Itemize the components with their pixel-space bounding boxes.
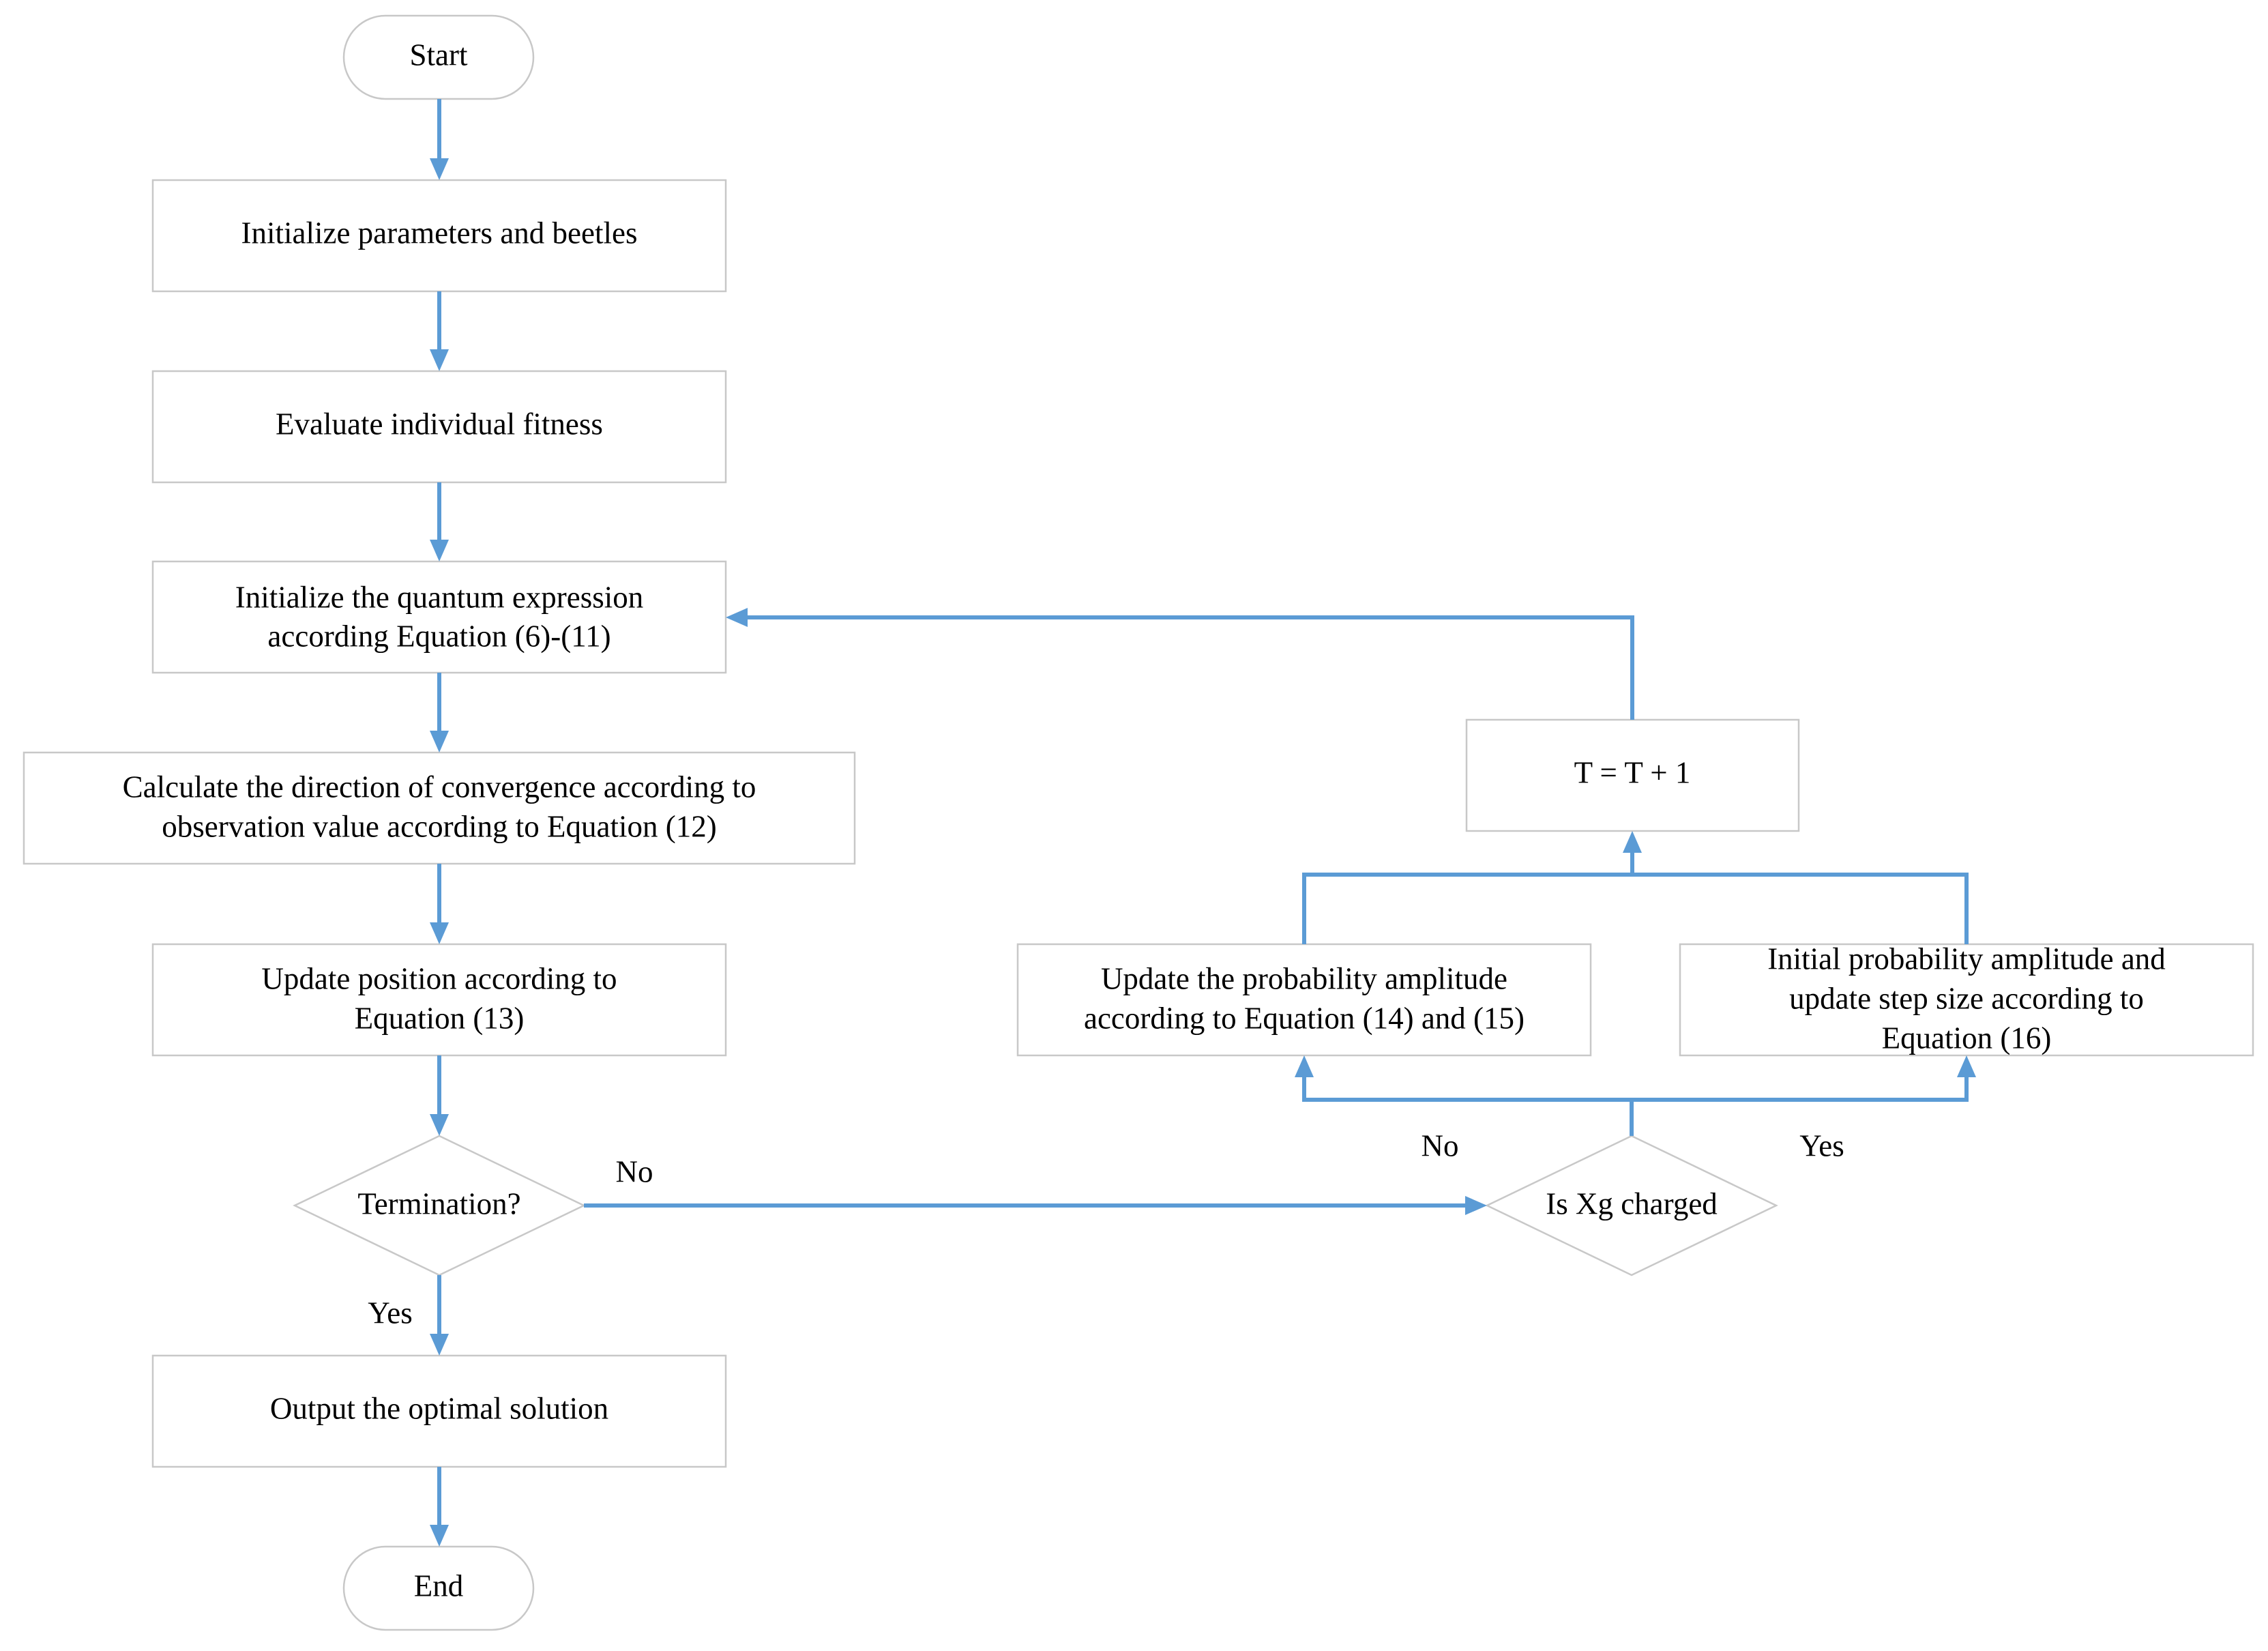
- termination-label: Termination?: [357, 1186, 520, 1221]
- arrow-termination-no: [584, 1196, 1487, 1215]
- arrow-quantum-to-direction: [430, 673, 449, 753]
- update-amplitude-line-2: according to Equation (14) and (15): [1084, 1001, 1525, 1035]
- arrow-output-to-end: [430, 1467, 449, 1547]
- arrow-termination-yes: [430, 1275, 449, 1356]
- initial-amplitude-box: Initial probability amplitude and update…: [1679, 941, 2254, 1057]
- calc-direction-line-1: Calculate the direction of convergence a…: [123, 770, 756, 804]
- evaluate-fitness-label: Evaluate individual fitness: [276, 407, 603, 441]
- initial-amplitude-line-2: update step size according to: [1789, 981, 2144, 1015]
- xg-yes-label: Yes: [1799, 1128, 1844, 1163]
- arrow-loop-back: [726, 608, 1634, 720]
- arrow-evaluate-to-quantum: [430, 482, 449, 561]
- init-quantum-line-2: according Equation (6)-(11): [267, 619, 610, 653]
- arrow-position-to-termination: [430, 1055, 449, 1136]
- arrow-merge-to-t-increment: [1302, 831, 1969, 944]
- termination-decision: Termination?: [293, 1135, 586, 1276]
- arrow-start-to-init: [430, 99, 449, 180]
- arrow-xg-branches: [1295, 1055, 1976, 1136]
- init-params-label: Initialize parameters and beetles: [241, 216, 638, 250]
- connectors: [430, 99, 1976, 1547]
- t-increment-label: T = T + 1: [1574, 755, 1691, 789]
- update-position-line-2: Equation (13): [355, 1001, 525, 1035]
- update-amplitude-box: Update the probability amplitude accordi…: [1016, 943, 1592, 1057]
- output-solution-label: Output the optimal solution: [270, 1391, 608, 1425]
- update-amplitude-line-1: Update the probability amplitude: [1101, 961, 1507, 995]
- output-solution-box: Output the optimal solution: [151, 1354, 727, 1468]
- init-params-box: Initialize parameters and beetles: [151, 179, 727, 293]
- arrow-direction-to-position: [430, 864, 449, 944]
- update-position-box: Update position according to Equation (1…: [151, 943, 727, 1057]
- xg-charged-label: Is Xg charged: [1546, 1186, 1718, 1221]
- init-quantum-box: Initialize the quantum expression accord…: [151, 560, 727, 674]
- start-terminal: Start: [342, 14, 535, 100]
- calc-direction-line-2: observation value according to Equation …: [162, 809, 717, 843]
- end-terminal: End: [342, 1545, 535, 1631]
- calc-direction-box: Calculate the direction of convergence a…: [23, 751, 856, 865]
- end-label: End: [414, 1568, 464, 1603]
- xg-charged-decision: Is Xg charged: [1485, 1135, 1778, 1276]
- update-position-line-1: Update position according to: [261, 961, 617, 995]
- t-increment-box: T = T + 1: [1465, 718, 1800, 832]
- initial-amplitude-line-1: Initial probability amplitude and: [1767, 941, 2166, 976]
- evaluate-fitness-box: Evaluate individual fitness: [151, 370, 727, 484]
- xg-no-label: No: [1422, 1128, 1459, 1163]
- arrow-init-to-evaluate: [430, 291, 449, 371]
- start-label: Start: [410, 38, 468, 72]
- initial-amplitude-line-3: Equation (16): [1882, 1021, 2052, 1055]
- termination-yes-label: Yes: [368, 1296, 412, 1330]
- init-quantum-line-1: Initialize the quantum expression: [235, 580, 644, 614]
- termination-no-label: No: [616, 1154, 653, 1188]
